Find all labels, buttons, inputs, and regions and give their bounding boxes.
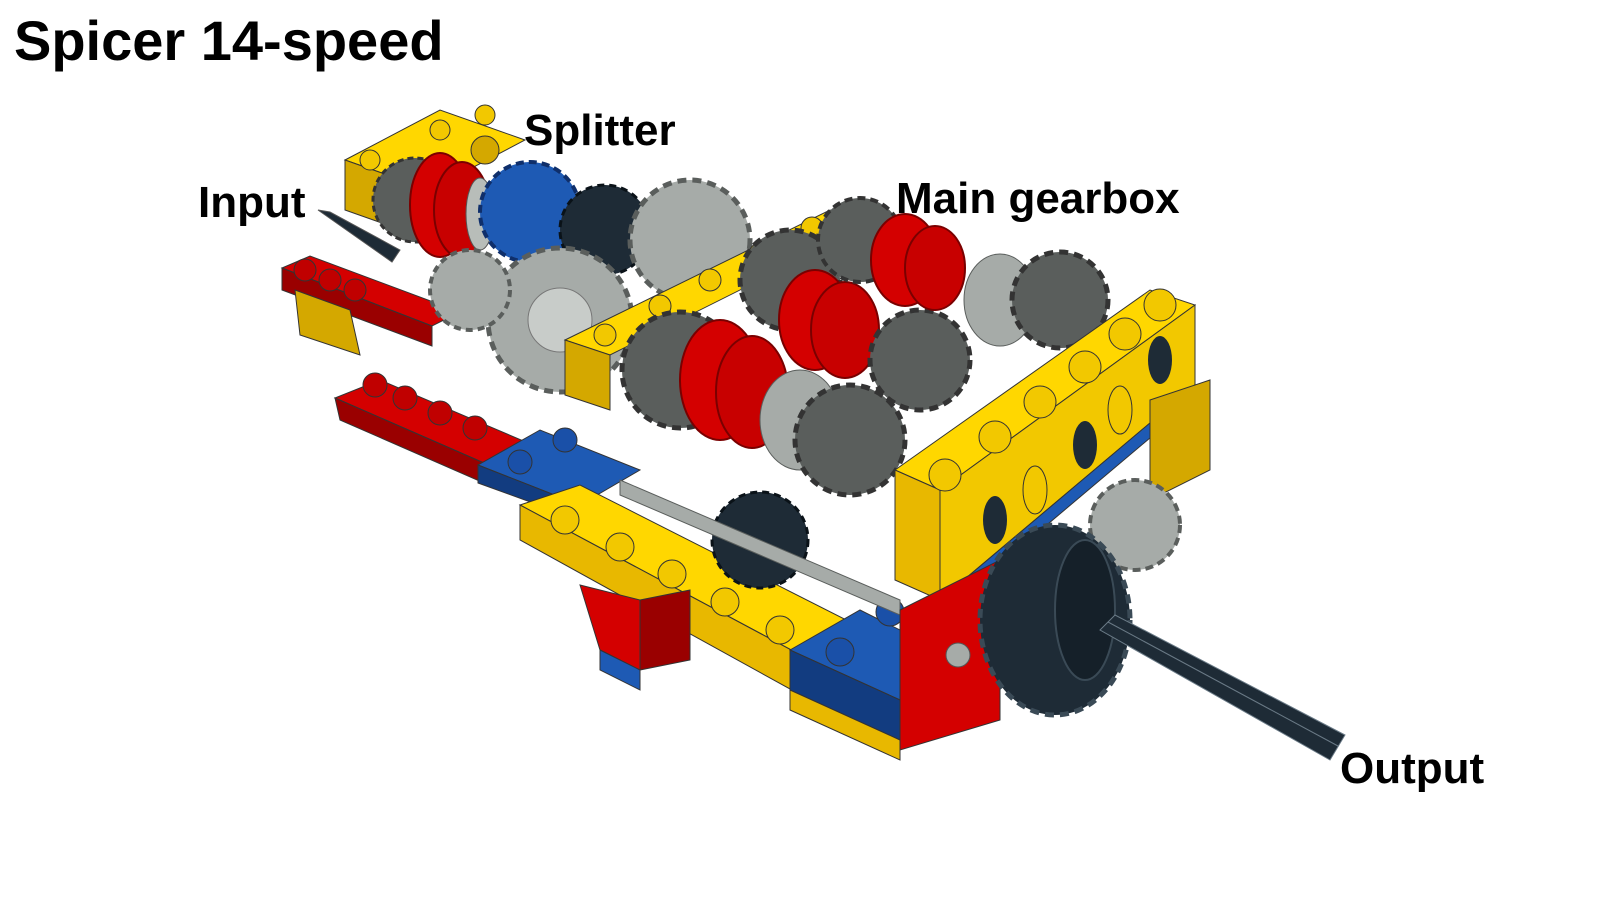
output-assembly — [977, 478, 1346, 761]
main-gearbox-label: Main gearbox — [896, 174, 1180, 223]
frame-left-upper — [280, 255, 462, 356]
page-title: Spicer 14-speed — [14, 9, 444, 72]
end-plate — [899, 559, 1001, 751]
input-label: Input — [198, 178, 306, 227]
output-label: Output — [1340, 744, 1485, 793]
main-gearbox-front-beam — [893, 288, 1211, 617]
frame-front-beam — [333, 372, 961, 761]
support-leg — [579, 584, 691, 691]
splitter-label: Splitter — [524, 106, 676, 155]
main-gearbox-gears — [619, 196, 1111, 616]
splitter-section — [343, 104, 652, 277]
input-axle — [317, 209, 401, 263]
